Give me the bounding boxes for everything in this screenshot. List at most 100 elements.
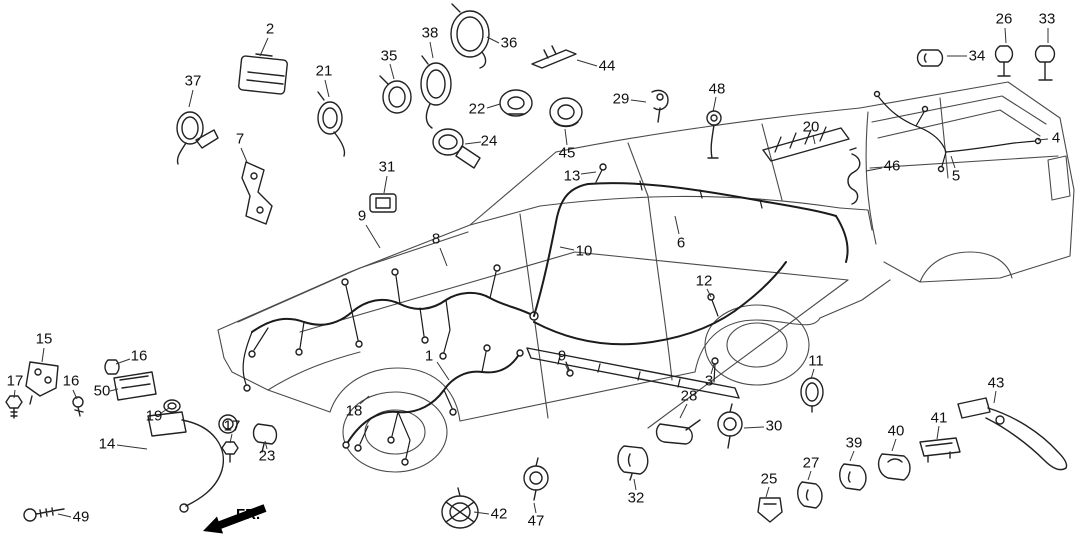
callout-leader-11 [810, 368, 815, 380]
part-19-grommet [163, 399, 181, 413]
part-45-grommet [549, 97, 583, 128]
callout-leader-17 [13, 389, 16, 399]
fr-direction-arrow: FR. [203, 504, 267, 534]
fr-label: FR. [236, 506, 260, 523]
part-23-clip [252, 423, 278, 453]
callout-label-36: 36 [501, 35, 518, 52]
callout-leader-13 [580, 171, 597, 175]
part-24-clamp [432, 128, 481, 169]
callout-leader-15 [41, 347, 45, 363]
callout-leader-38 [429, 41, 434, 59]
part-47-clip [523, 457, 549, 501]
part-17-bolt-right [221, 441, 239, 463]
callout-label-39: 39 [846, 435, 863, 452]
callout-label-18: 18 [346, 403, 363, 420]
callout-label-47: 47 [528, 513, 545, 530]
part-32-clip [617, 445, 649, 481]
part-49-bolt [23, 507, 65, 522]
callout-label-8: 8 [432, 231, 440, 248]
callout-leader-7 [240, 147, 248, 163]
part-14-cable-bracket [147, 411, 238, 513]
callout-leader-19 [160, 407, 170, 414]
callout-leader-44 [576, 59, 598, 67]
part-50-box [113, 371, 157, 401]
callout-leader-9 [365, 224, 381, 249]
callout-label-24: 24 [481, 133, 498, 150]
callout-label-20: 20 [803, 119, 820, 136]
callout-leader-14 [116, 444, 148, 450]
car-body-outline [217, 107, 891, 473]
callout-leader-16 [115, 358, 131, 365]
part-glyphs [5, 3, 1068, 529]
part-42-grommet [441, 487, 479, 529]
callout-leader-43 [993, 390, 997, 404]
part-40-clamp [877, 453, 911, 481]
part-34-clamp [916, 49, 944, 67]
callout-label-6: 6 [677, 235, 685, 252]
callout-leader-49 [57, 513, 72, 518]
part-38-clamp [420, 55, 452, 129]
callout-label-4: 4 [1052, 130, 1060, 147]
part-37-clamp [176, 111, 219, 165]
callout-leader-50 [109, 388, 119, 392]
part-25-clip [757, 497, 783, 523]
callout-label-9: 9 [358, 208, 366, 225]
callout-label-11: 11 [808, 353, 824, 370]
callout-leader-22 [486, 103, 501, 109]
callout-label-29: 29 [613, 91, 630, 108]
callout-label-5: 5 [952, 168, 960, 185]
callout-leader-24 [464, 141, 482, 145]
part-21-clamp [317, 91, 346, 157]
callout-label-17: 17 [7, 373, 24, 390]
callout-leader-17 [229, 433, 233, 444]
callout-label-35: 35 [381, 48, 398, 65]
callout-label-2: 2 [266, 21, 274, 38]
callout-leader-28 [679, 403, 688, 419]
callout-leader-21 [324, 79, 330, 98]
callout-label-41: 41 [931, 410, 948, 427]
callout-leader-35 [389, 63, 395, 80]
callout-leader-6 [674, 215, 680, 235]
callout-leader-27 [807, 470, 812, 481]
callout-label-22: 22 [469, 101, 486, 118]
callout-leader-46 [865, 167, 883, 172]
callout-leader-18 [359, 395, 370, 405]
callout-label-32: 32 [628, 490, 645, 507]
callout-label-25: 25 [761, 471, 778, 488]
part-30-clip [717, 403, 743, 449]
part-36-clamp [450, 3, 490, 69]
part-16-bolt [72, 396, 84, 417]
callout-label-23: 23 [259, 448, 276, 465]
callout-label-34: 34 [969, 48, 986, 65]
part-17-bolt-left [5, 395, 23, 419]
callout-leader-25 [765, 486, 770, 498]
callout-leader-48 [712, 96, 717, 113]
callout-leader-16 [72, 389, 78, 400]
callout-label-15: 15 [36, 331, 53, 348]
callout-label-19: 19 [146, 408, 163, 425]
part-29-clip [651, 89, 669, 123]
callout-label-9: 9 [558, 348, 566, 365]
part-33-clip [1034, 45, 1056, 81]
callout-label-13: 13 [564, 168, 581, 185]
part-31-clip [369, 193, 397, 213]
callout-label-46: 46 [884, 158, 901, 175]
part-16-clip [104, 359, 120, 375]
callout-label-48: 48 [709, 81, 726, 98]
callout-leader-31 [383, 175, 388, 194]
part-43-bracket [957, 397, 1068, 471]
part-7-bracket [241, 161, 273, 225]
callout-label-27: 27 [803, 455, 820, 472]
callout-label-12: 12 [696, 273, 713, 290]
callout-leader-32 [633, 478, 637, 491]
callout-label-31: 31 [379, 159, 396, 176]
callout-label-26: 26 [996, 11, 1013, 28]
callout-label-43: 43 [988, 375, 1005, 392]
callout-label-33: 33 [1039, 11, 1056, 28]
callout-leader-4 [1037, 138, 1049, 141]
callout-label-42: 42 [491, 506, 508, 523]
callout-leader-20 [812, 134, 816, 145]
callout-leader-47 [533, 502, 537, 514]
